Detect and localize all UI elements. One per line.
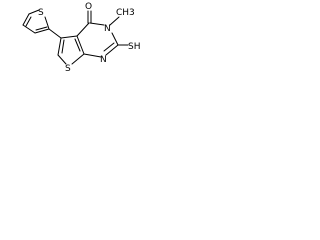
bond-th-c5-c4 [22, 13, 30, 26]
molecule-structure: O N CH3 SH N S S [22, 2, 140, 74]
bond-th-s1-c5 [28, 9, 40, 15]
bond-c5-c6 [57, 37, 62, 56]
atom-n-methyl-label: N [104, 24, 111, 34]
bond-c2-n3 [111, 32, 119, 46]
bond-c5-thienyl [48, 28, 62, 39]
bond-c4a-c5 [60, 35, 78, 39]
bond-n3-c4 [89, 22, 105, 26]
bond-c4a-c7a [76, 35, 85, 55]
bond-c7a-c4a-double [74, 38, 81, 52]
bond-c6-s7 [57, 54, 67, 65]
atom-mercapto-label: SH [128, 42, 140, 52]
bond-th-c2-s1 [44, 16, 50, 30]
bond-th-c5-c4-double [25, 16, 32, 27]
bond-s7-c7a [71, 53, 85, 65]
atom-methyl-label: CH3 [116, 8, 135, 18]
bond-th-c3-c2-double [35, 26, 48, 31]
atom-s-thienyl-label: S [38, 8, 44, 18]
bond-n3-ch3 [109, 16, 120, 26]
bond-c5-c6-double [61, 39, 65, 54]
bond-n1-c2 [105, 44, 119, 56]
atom-n-ring-label: N [100, 55, 107, 65]
bond-th-c3-c2 [34, 28, 50, 34]
bond-c7a-n1 [83, 53, 102, 58]
bond-n1-c2-double [103, 42, 115, 52]
bond-c4-c4a [76, 22, 90, 37]
atom-oxygen-label: O [85, 2, 92, 12]
bond-th-c4-c3 [22, 24, 36, 34]
atom-s-fused-thiophene-label: S [65, 64, 71, 74]
